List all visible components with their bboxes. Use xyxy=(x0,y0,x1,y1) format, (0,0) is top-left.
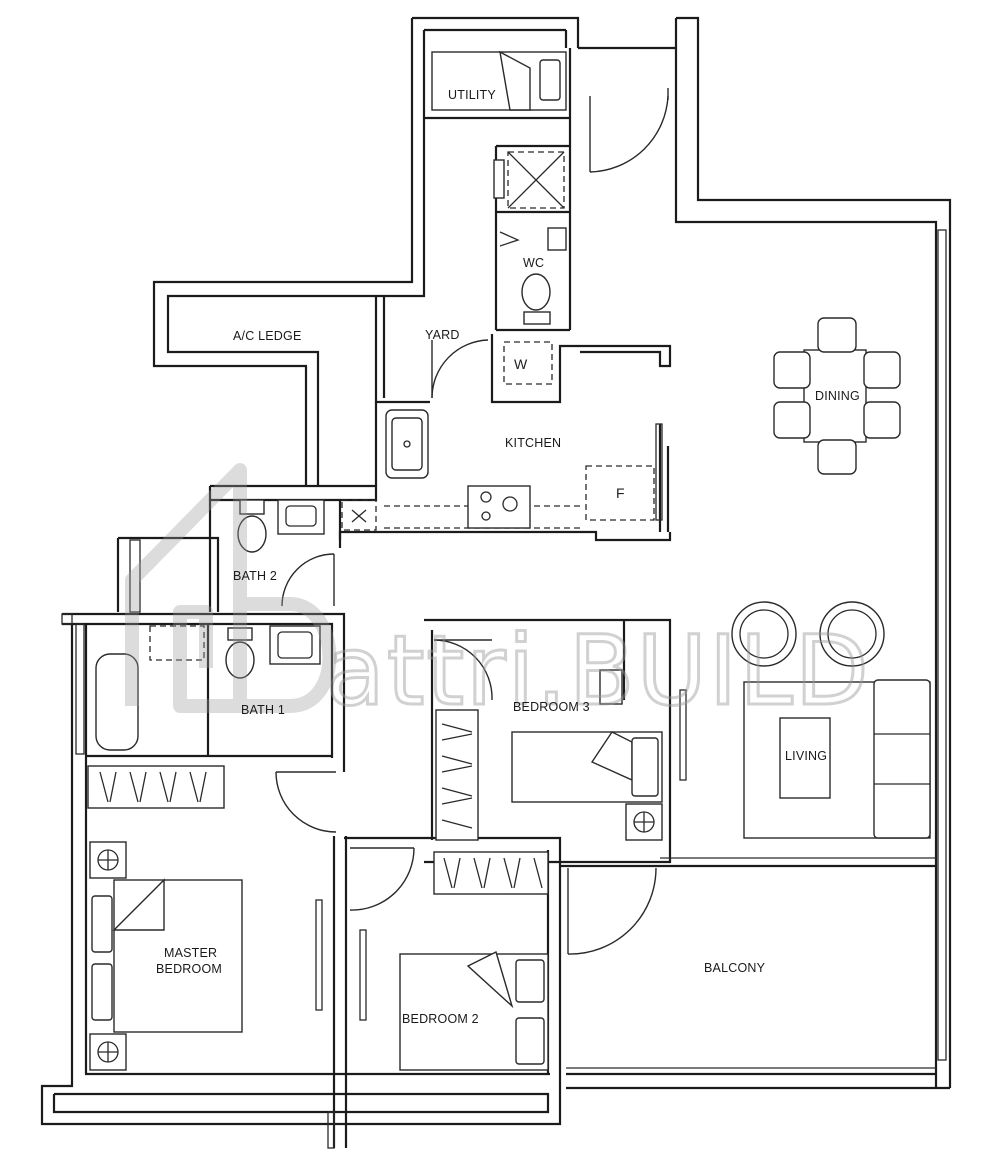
label-bath1: BATH 1 xyxy=(241,703,285,717)
dining-table xyxy=(803,349,867,443)
fixtures xyxy=(87,50,931,1071)
label-yard: YARD xyxy=(425,328,460,342)
doors xyxy=(275,88,669,955)
washer xyxy=(503,341,553,385)
bedroom2-wardrobe xyxy=(433,851,549,895)
label-washer: W xyxy=(514,356,528,372)
coffee-table xyxy=(779,717,831,799)
room-labels: UTILITY A/C LEDGE YARD WC KITCHEN DINING… xyxy=(156,88,860,1026)
label-wc: WC xyxy=(523,256,544,270)
label-dining: DINING xyxy=(815,389,860,403)
armchair-left xyxy=(731,601,797,667)
label-bedroom3: BEDROOM 3 xyxy=(513,700,590,714)
windows xyxy=(61,229,947,1149)
bathtub xyxy=(95,653,139,751)
label-balcony: BALCONY xyxy=(704,961,766,975)
hob xyxy=(467,485,531,529)
armchair-right xyxy=(819,601,885,667)
watermark-text: attri.BUILD xyxy=(326,615,871,727)
label-kitchen: KITCHEN xyxy=(505,436,561,450)
label-bedroom2: BEDROOM 2 xyxy=(402,1012,479,1026)
label-master-bedroom-2: BEDROOM xyxy=(156,962,222,976)
label-ac-ledge: A/C LEDGE xyxy=(233,329,302,343)
label-fridge: F xyxy=(616,485,625,501)
watermark: attri.BUILD xyxy=(125,463,871,729)
label-utility: UTILITY xyxy=(448,88,496,102)
watermark-logo xyxy=(125,463,337,713)
label-master-bedroom-1: MASTER xyxy=(164,946,217,960)
fridge xyxy=(585,465,655,521)
label-living: LIVING xyxy=(785,749,827,763)
label-bath2: BATH 2 xyxy=(233,569,277,583)
master-bed xyxy=(113,879,243,1033)
sofa xyxy=(873,679,931,839)
